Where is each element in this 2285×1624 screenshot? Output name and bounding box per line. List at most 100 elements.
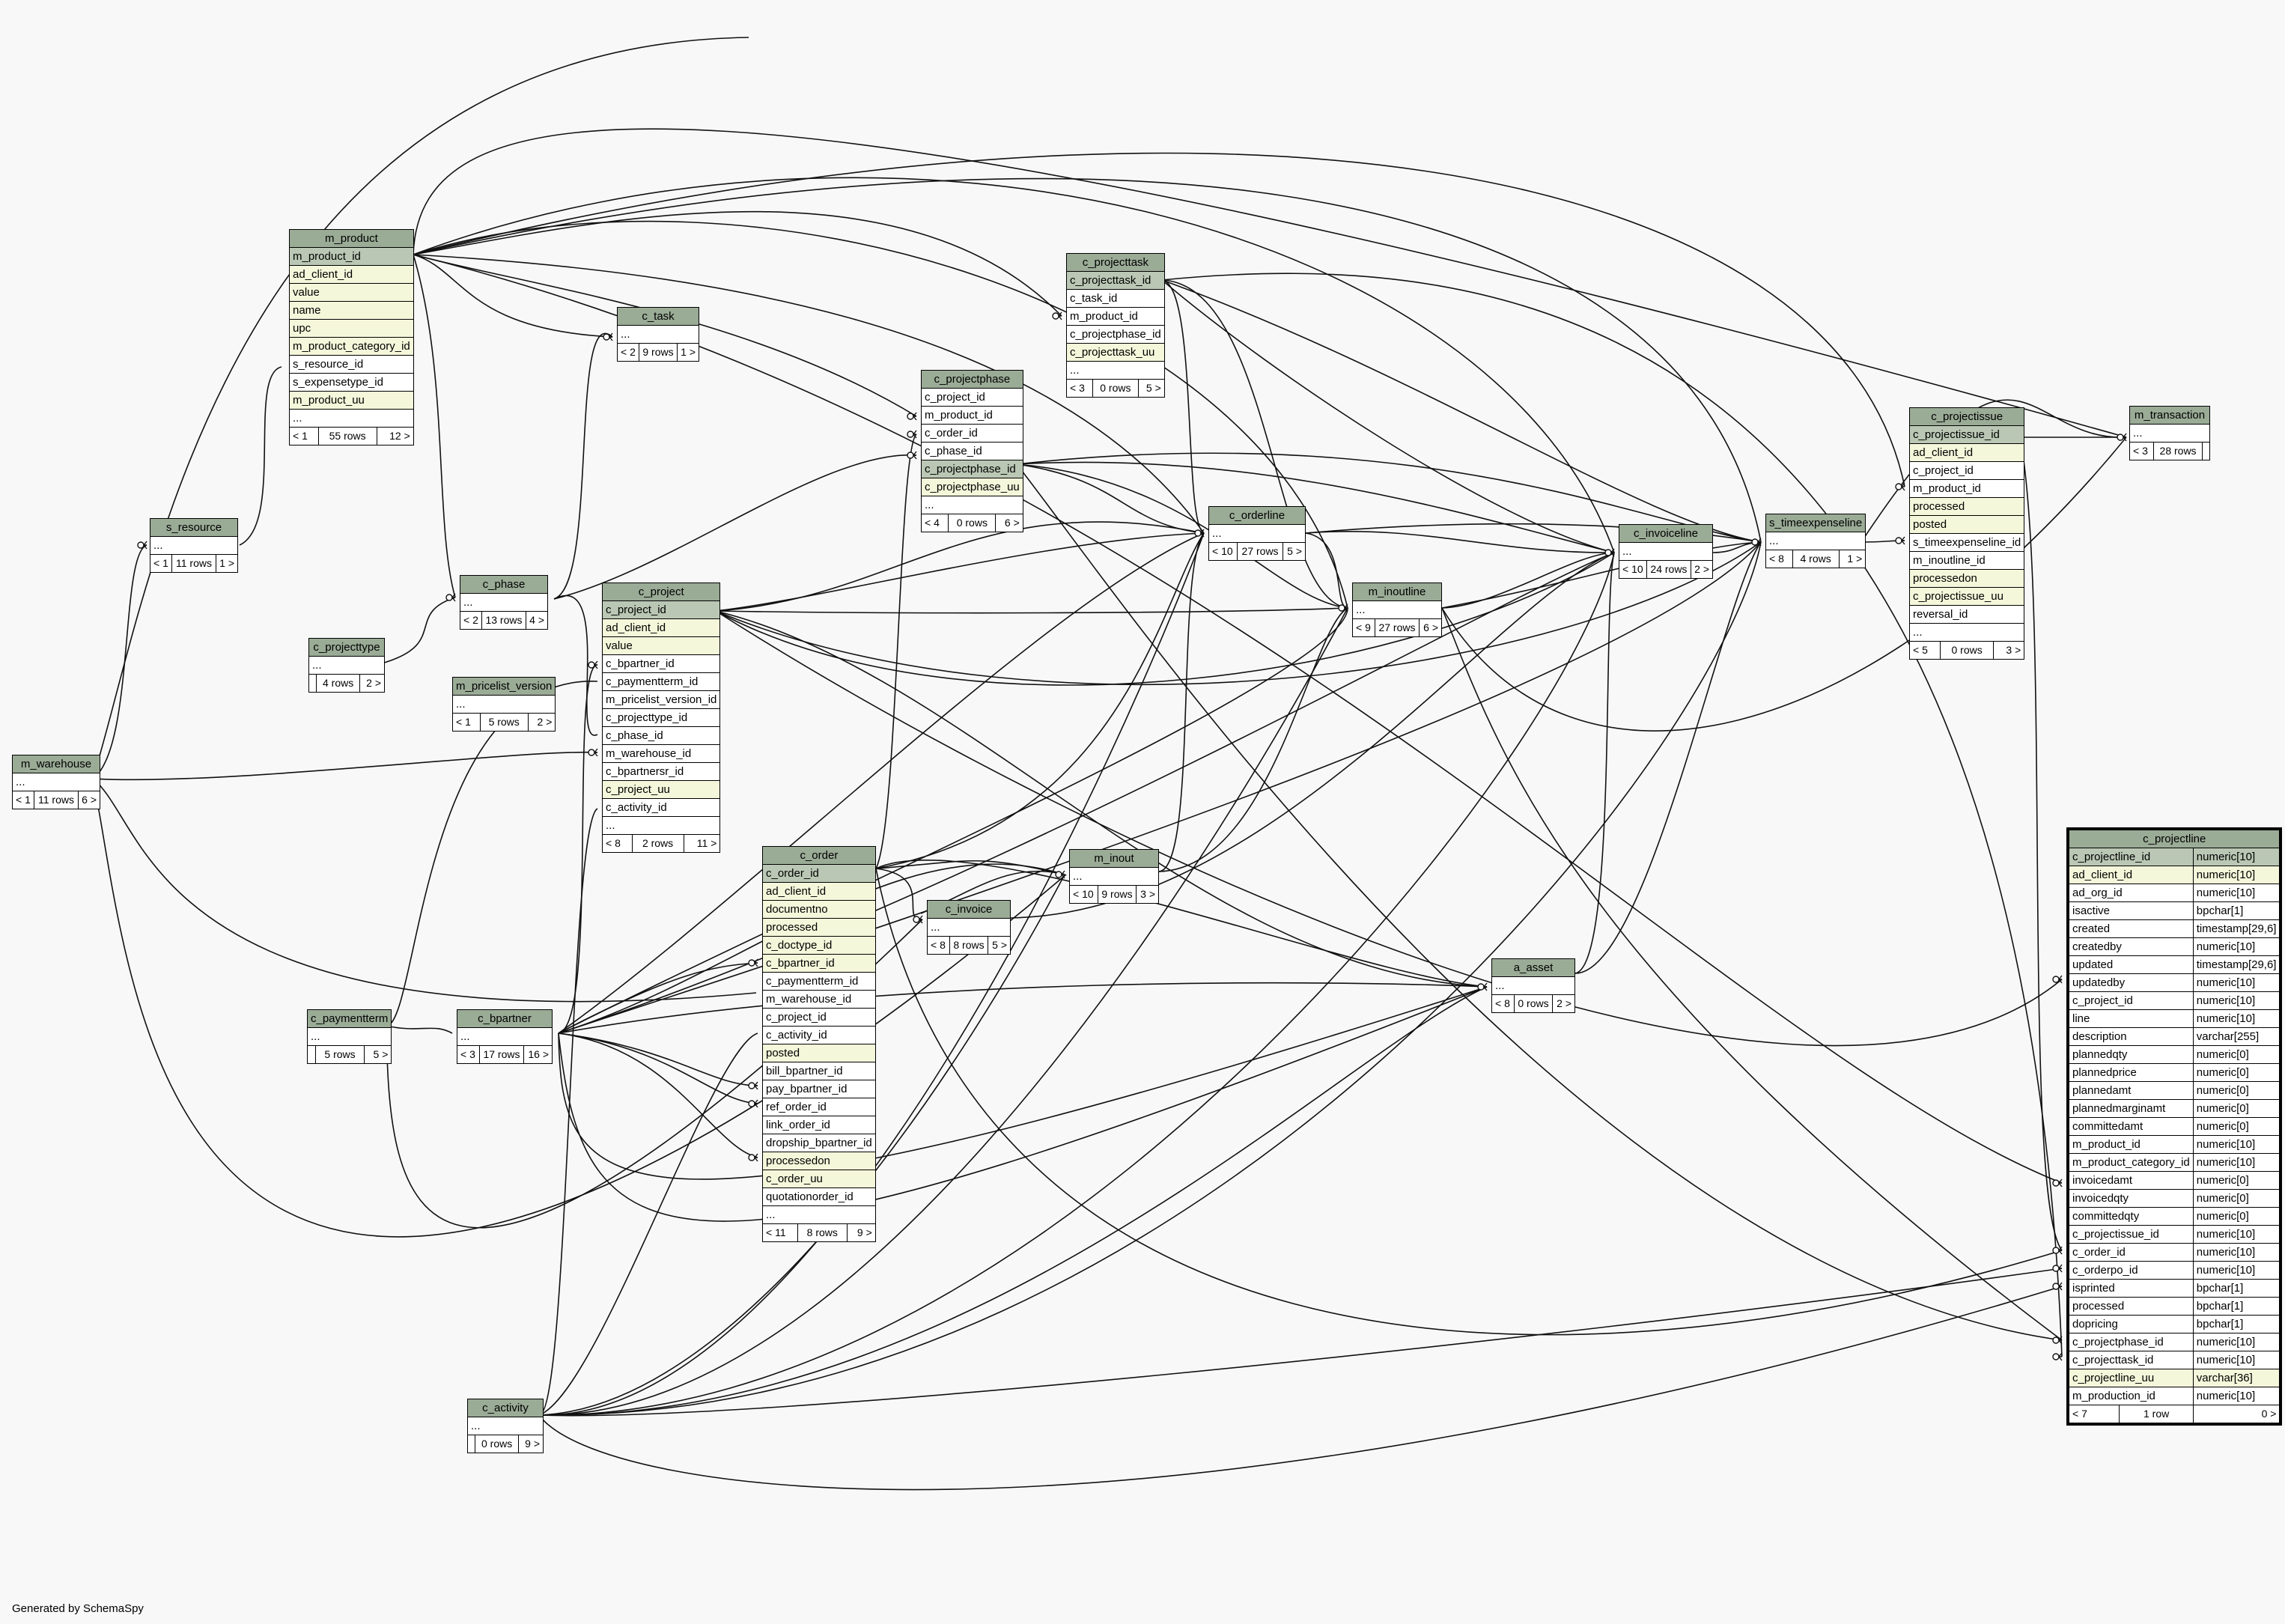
parents-count: < 2 <box>459 611 483 630</box>
optional-marker <box>1055 871 1062 878</box>
column-name: c_projectline_uu <box>2067 1369 2194 1387</box>
row-count: 28 rows <box>2153 442 2203 460</box>
relationship-line <box>715 552 1615 686</box>
column-row: c_bpartner_id <box>762 954 876 973</box>
row-count: 0 rows <box>1513 994 1554 1013</box>
relationship-line <box>1161 273 2063 1357</box>
column-name: ad_org_id <box>2067 884 2194 902</box>
crowfoot-marker <box>913 451 917 460</box>
parents-count: < 10 <box>1208 542 1238 561</box>
column-name: c_projectline_id <box>2067 848 2194 866</box>
column-type: numeric[0] <box>2192 1081 2281 1100</box>
column-row: c_activity_id <box>601 798 721 817</box>
column-row: m_warehouse_id <box>601 744 721 763</box>
column-row: ... <box>308 656 385 675</box>
table-header: c_bpartner <box>457 1009 553 1028</box>
column-row: m_pricelist_version_id <box>601 690 721 709</box>
crowfoot-marker <box>2058 1179 2063 1187</box>
optional-marker <box>2052 1265 2060 1272</box>
parents-count: < 8 <box>602 834 633 853</box>
optional-marker <box>137 541 144 549</box>
column-name: plannedprice <box>2067 1063 2194 1082</box>
column-row: c_activity_id <box>762 1026 876 1044</box>
children-count: 2 > <box>359 674 386 693</box>
crowfoot-marker <box>451 593 456 602</box>
crowfoot-marker <box>754 1153 758 1162</box>
parents-count: < 3 <box>1066 379 1093 398</box>
table-header: c_orderline <box>1208 506 1306 525</box>
children-count: 5 > <box>1137 379 1165 398</box>
column-row: m_product_id <box>1908 479 2025 498</box>
relationship-line <box>1305 530 1615 553</box>
optional-marker <box>2052 1179 2060 1187</box>
children-count: 2 > <box>1552 994 1575 1013</box>
table-header: c_project <box>601 583 721 601</box>
row-count: 11 rows <box>34 791 79 809</box>
optional-marker <box>2117 434 2124 441</box>
column-name: c_projectissue_id <box>2067 1225 2194 1244</box>
parents-count: < 3 <box>457 1045 480 1064</box>
crowfoot-marker <box>1610 548 1615 557</box>
table-header: c_task <box>617 307 699 326</box>
row-count: 8 rows <box>949 936 989 955</box>
table-header: m_product <box>289 229 414 248</box>
parents-count: < 3 <box>2129 442 2155 460</box>
row-count: 9 rows <box>1097 885 1137 904</box>
column-row: dropship_bpartner_id <box>762 1134 876 1152</box>
row-count: 9 rows <box>639 343 678 362</box>
column-type: numeric[0] <box>2192 1207 2281 1226</box>
column-name: c_projectphase_id <box>2067 1333 2194 1351</box>
children-count: 1 > <box>215 554 239 573</box>
column-type: bpchar[1] <box>2192 1297 2281 1316</box>
column-row: ... <box>601 816 721 835</box>
column-name: line <box>2067 1009 2194 1028</box>
column-row: m_product_uu <box>289 391 414 410</box>
column-row: c_order_id <box>762 864 876 883</box>
relationship-line <box>413 254 456 598</box>
crowfoot-marker <box>913 430 917 439</box>
relationship-line <box>715 610 1488 988</box>
table-header: c_order <box>762 846 876 865</box>
relationship-line <box>239 366 282 546</box>
column-row: m_inoutline_id <box>1908 551 2025 570</box>
relationship-line <box>558 1033 758 1158</box>
column-name: plannedamt <box>2067 1081 2194 1100</box>
column-name: c_order_id <box>2067 1243 2194 1262</box>
column-type: numeric[10] <box>2192 1333 2281 1351</box>
optional-marker <box>748 959 755 967</box>
relationship-line <box>538 541 1762 1416</box>
table-header: c_projectline <box>2067 828 2281 848</box>
column-row: c_project_id <box>1908 461 2025 480</box>
children-count: 3 > <box>1993 641 2025 660</box>
parents-count: < 9 <box>1352 618 1375 637</box>
column-row: ... <box>617 325 699 344</box>
relationship-line <box>558 986 1488 1222</box>
column-type: numeric[10] <box>2192 866 2281 884</box>
table-header: c_invoice <box>927 900 1011 919</box>
children-count: 9 > <box>517 1435 544 1453</box>
